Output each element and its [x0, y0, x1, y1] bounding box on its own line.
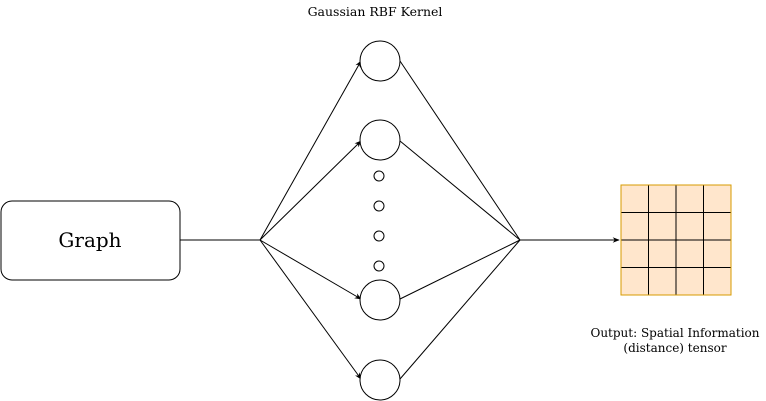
tensor-cell: [703, 212, 732, 241]
rbf-node-2: [359, 119, 401, 161]
edge-to-rbf-4: [259, 239, 362, 380]
graph-node-label: Graph: [58, 228, 121, 252]
output-caption-line1: Output: Spatial Information: [590, 326, 759, 340]
tensor-cell: [620, 239, 649, 268]
edge-from-rbf-4: [399, 239, 521, 380]
ellipsis-dot-1: [373, 170, 385, 182]
tensor-cell: [620, 184, 649, 213]
ellipsis-dot-3: [373, 230, 385, 242]
rbf-node-3: [359, 279, 401, 321]
ellipsis-dot-2: [373, 200, 385, 212]
rbf-node-4: [359, 359, 401, 401]
output-tensor-grid: [620, 184, 732, 296]
tensor-cell: [648, 267, 677, 296]
tensor-cell: [675, 184, 704, 213]
tensor-cell: [648, 239, 677, 268]
tensor-cell: [648, 184, 677, 213]
tensor-cell: [703, 184, 732, 213]
tensor-cell: [703, 267, 732, 296]
edge-from-rbf-3: [399, 239, 521, 300]
tensor-cell: [675, 239, 704, 268]
edge-from-rbf-1: [399, 60, 521, 241]
tensor-border: [620, 184, 732, 296]
tensor-cell: [648, 212, 677, 241]
rbf-node-1: [359, 40, 401, 82]
output-caption-line2: (distance) tensor: [623, 341, 726, 355]
tensor-cell: [620, 267, 649, 296]
tensor-cell: [675, 212, 704, 241]
edge-to-rbf-3: [259, 239, 362, 300]
ellipsis-dot-4: [373, 260, 385, 272]
edge-to-rbf-1: [259, 60, 362, 241]
tensor-cell: [675, 267, 704, 296]
tensor-cell: [703, 239, 732, 268]
tensor-cell: [620, 212, 649, 241]
diagram-title: Gaussian RBF Kernel: [308, 4, 443, 19]
edge-from-rbf-2: [399, 140, 521, 241]
edge-to-rbf-2: [259, 140, 362, 241]
